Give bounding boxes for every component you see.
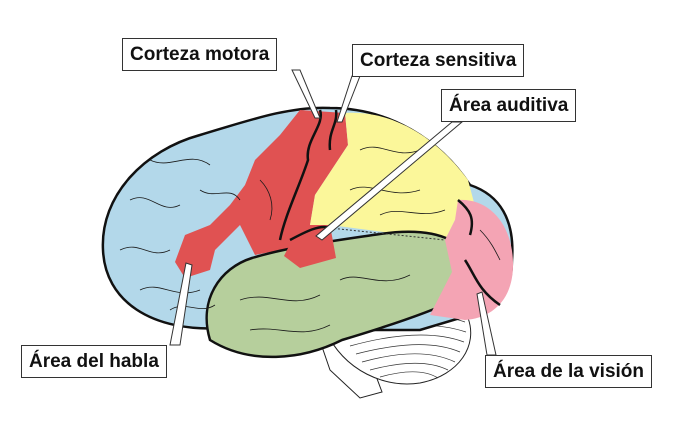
label-sensory-cortex: Corteza sensitiva xyxy=(352,44,525,77)
label-visual-area: Área de la visión xyxy=(485,355,653,388)
gyri-lines xyxy=(119,146,501,333)
boundary-dashed xyxy=(329,227,446,241)
temporal-lobe xyxy=(205,230,464,359)
pointer-lines xyxy=(169,69,497,356)
visual-area-region xyxy=(430,199,514,320)
label-auditory-area: Área auditiva xyxy=(441,89,577,122)
sulci xyxy=(278,109,501,307)
label-motor-cortex: Corteza motora xyxy=(122,38,278,71)
label-speech-area: Área del habla xyxy=(21,345,167,378)
